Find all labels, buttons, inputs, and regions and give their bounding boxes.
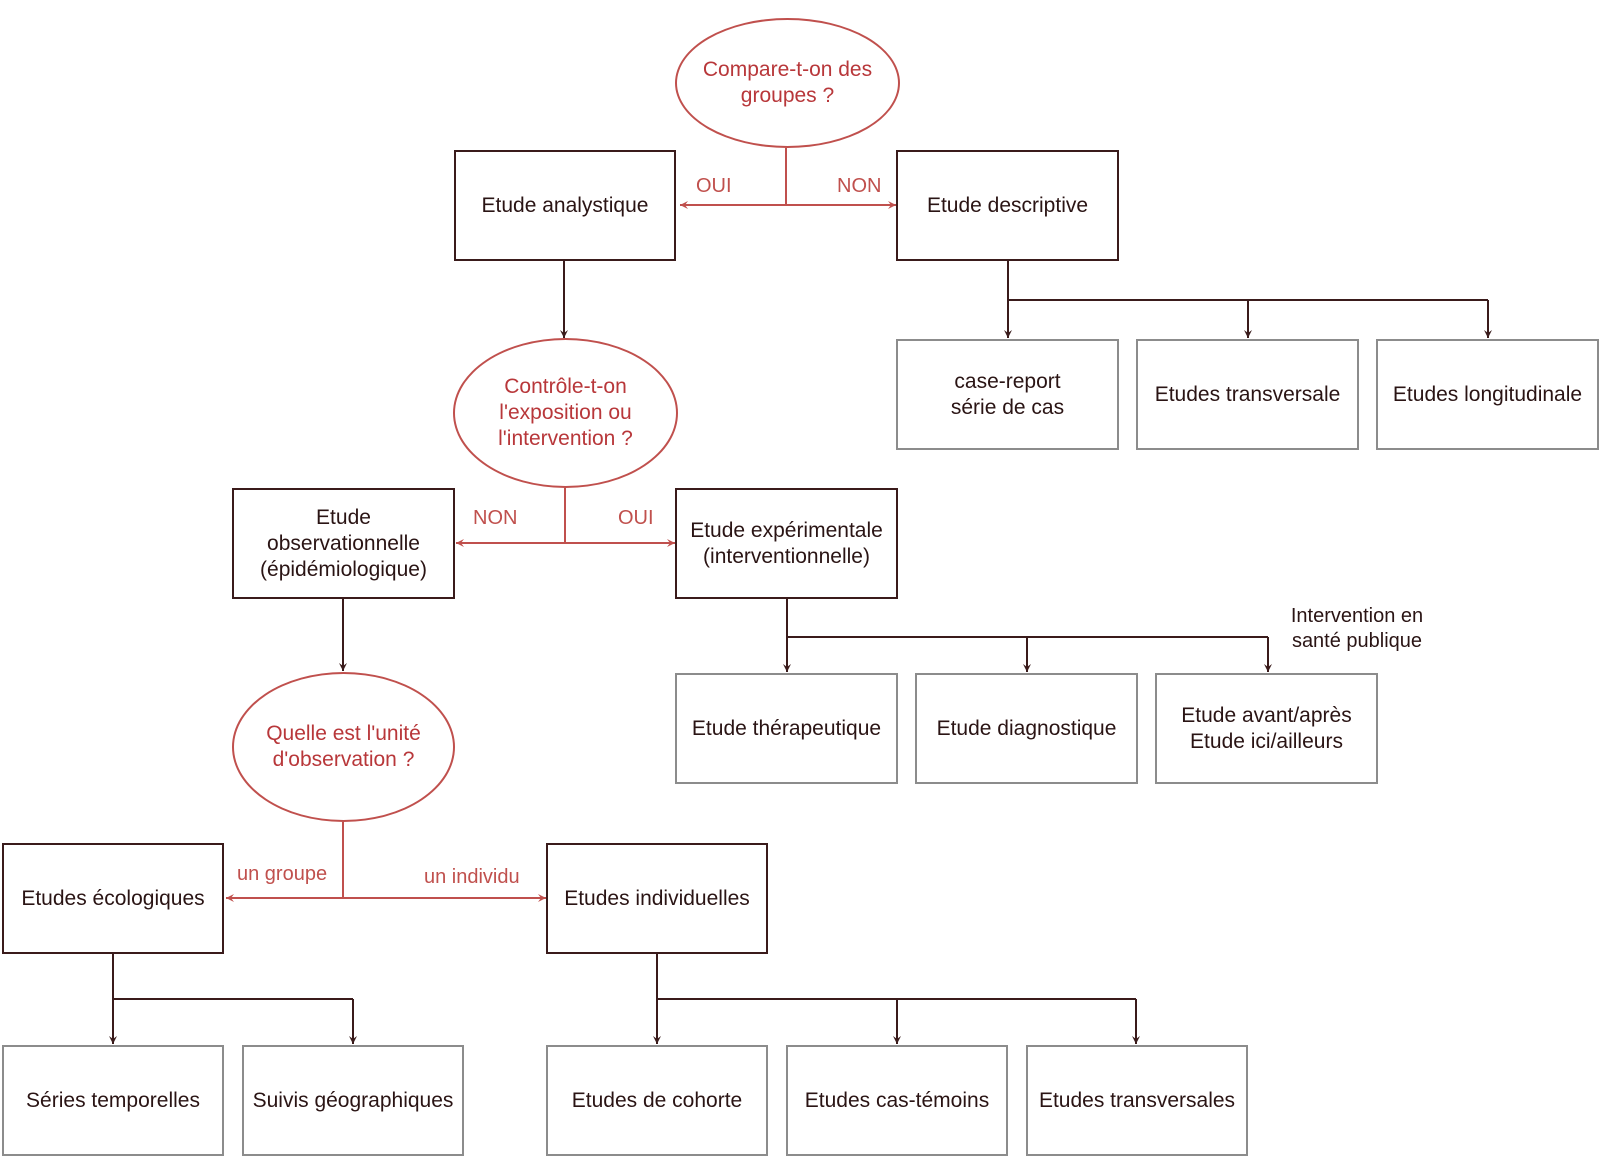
box-etude-diagnostique: Etude diagnostique (915, 673, 1138, 784)
question-compare-groups: Compare-t-on des groupes ? (675, 18, 900, 148)
label-q2-non: NON (473, 507, 518, 529)
box-etude-experimentale: Etude expérimentale (interventionnelle) (675, 488, 898, 599)
box-etude-descriptive-label: Etude descriptive (926, 193, 1089, 217)
individuelles-children (653, 954, 1140, 1044)
box-etude-analytique-label: Etude analystique (481, 193, 649, 217)
label-q2-oui: OUI (618, 507, 654, 529)
box-observ-line3: (épidémiologique) (260, 557, 427, 581)
label-q3-groupe: un groupe (237, 863, 328, 885)
box-observ-line1: Etude (316, 505, 371, 529)
box-transversales-label: Etudes transversales (1038, 1088, 1236, 1112)
box-ecologiques-label: Etudes écologiques (21, 886, 205, 910)
ecologiques-children (109, 954, 357, 1044)
box-case-report-line1: case-report (954, 369, 1061, 393)
box-avant-apres-line2: Etude ici/ailleurs (1190, 729, 1343, 753)
box-etudes-longitudinale-label: Etudes longitudinale (1392, 382, 1583, 406)
box-etudes-cas-temoins: Etudes cas-témoins (786, 1045, 1008, 1156)
box-series-temporelles: Séries temporelles (2, 1045, 224, 1156)
box-cas-temoins-label: Etudes cas-témoins (804, 1088, 990, 1112)
box-etudes-longitudinale: Etudes longitudinale (1376, 339, 1599, 450)
question-control-exposure: Contrôle-t-on l'exposition ou l'interven… (453, 338, 678, 488)
note-sante-publique: Intervention en santé publique (1272, 604, 1442, 654)
question-compare-groups-text: Compare-t-on des groupes ? (702, 58, 873, 107)
box-series-label: Séries temporelles (26, 1088, 200, 1112)
descriptive-children (1004, 261, 1492, 338)
box-exper-line2: (interventionnelle) (703, 544, 870, 568)
question-observation-unit: Quelle est l'unité d'observation ? (232, 672, 455, 822)
box-observ-line2: observationnelle (267, 531, 420, 555)
question-observation-unit-text: Quelle est l'unité d'observation ? (266, 722, 421, 771)
label-q3-individu: un individu (424, 866, 520, 888)
label-q1-oui: OUI (696, 175, 732, 197)
box-suivis-geographiques: Suivis géographiques (242, 1045, 464, 1156)
box-therapeutique-label: Etude thérapeutique (691, 716, 882, 740)
box-cohorte-label: Etudes de cohorte (571, 1088, 743, 1112)
q1-split (680, 148, 896, 209)
label-q1-non: NON (837, 175, 882, 197)
q2-split (456, 488, 675, 547)
box-etude-analytique: Etude analystique (454, 150, 676, 261)
box-etude-descriptive: Etude descriptive (896, 150, 1119, 261)
note-line2: santé publique (1291, 630, 1423, 652)
box-etudes-ecologiques: Etudes écologiques (2, 843, 224, 954)
box-suivis-label: Suivis géographiques (252, 1088, 454, 1112)
box-case-report-line2: série de cas (950, 395, 1065, 419)
box-etudes-transversales: Etudes transversales (1026, 1045, 1248, 1156)
exper-children (783, 599, 1272, 672)
box-etudes-transversale: Etudes transversale (1136, 339, 1359, 450)
question-control-exposure-text: Contrôle-t-on l'exposition ou l'interven… (498, 375, 633, 450)
box-avant-apres-line1: Etude avant/après (1181, 703, 1352, 727)
box-individuelles-label: Etudes individuelles (564, 886, 750, 910)
box-exper-line1: Etude expérimentale (690, 518, 883, 542)
box-etudes-cohorte: Etudes de cohorte (546, 1045, 768, 1156)
box-etudes-transversale-label: Etudes transversale (1154, 382, 1341, 406)
box-case-report: case-report série de cas (896, 339, 1119, 450)
box-etude-therapeutique: Etude thérapeutique (675, 673, 898, 784)
box-diagnostique-label: Etude diagnostique (936, 716, 1117, 740)
q3-split (226, 822, 546, 902)
box-etudes-individuelles: Etudes individuelles (546, 843, 768, 954)
box-etude-observationnelle: Etude observationnelle (épidémiologique) (232, 488, 455, 599)
box-etude-avant-apres: Etude avant/après Etude ici/ailleurs (1155, 673, 1378, 784)
note-line1: Intervention en (1290, 605, 1424, 627)
